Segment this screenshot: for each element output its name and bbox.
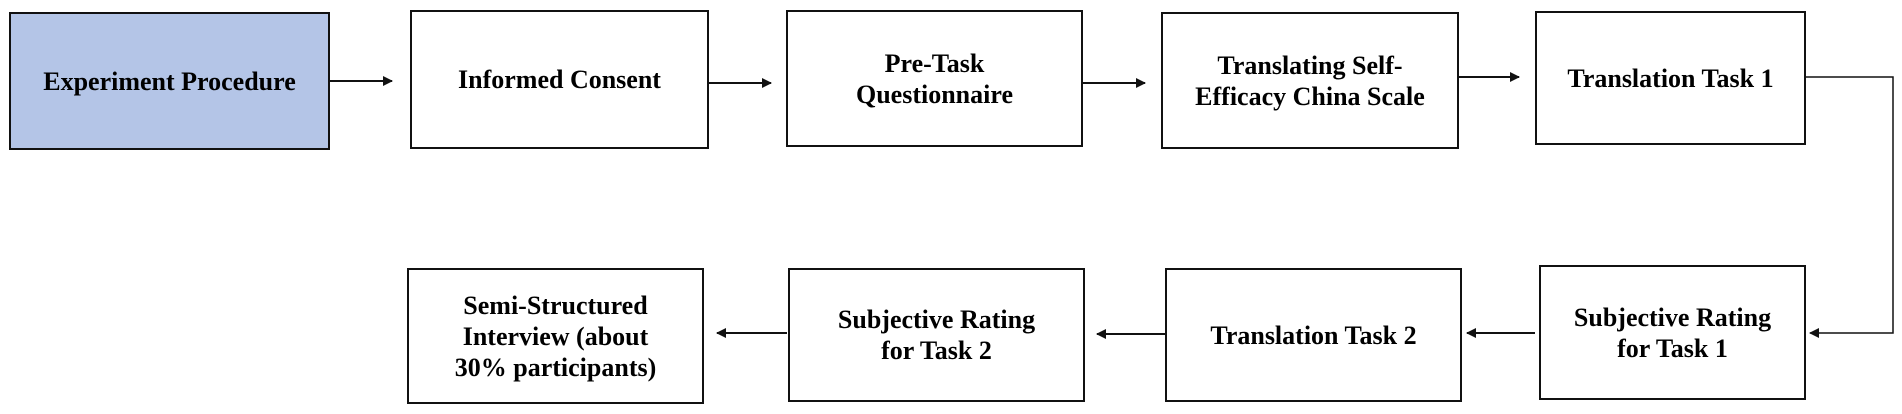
step-pre-task-questionnaire: Pre-Task Questionnaire (786, 10, 1083, 147)
step-label: Subjective Rating for Task 1 (1573, 302, 1772, 363)
step-translating-self-efficacy-china-scale: Translating Self-Efficacy China Scale (1161, 12, 1459, 149)
step-label: Translating Self-Efficacy China Scale (1195, 50, 1425, 111)
step-subjective-rating-task-2: Subjective Rating for Task 2 (788, 268, 1085, 402)
step-label: Semi-Structured Interview (about 30% par… (454, 290, 657, 382)
step-translation-task-2: Translation Task 2 (1165, 268, 1462, 402)
step-label: Experiment Procedure (43, 66, 296, 96)
step-subjective-rating-task-1: Subjective Rating for Task 1 (1539, 265, 1806, 400)
arrow-task1-to-rating1 (1805, 76, 1894, 338)
step-informed-consent: Informed Consent (410, 10, 709, 149)
step-label: Subjective Rating for Task 2 (837, 305, 1036, 365)
step-translation-task-1: Translation Task 1 (1535, 11, 1806, 145)
step-label: Translation Task 1 (1567, 63, 1774, 93)
step-experiment-procedure: Experiment Procedure (9, 12, 330, 150)
step-label: Informed Consent (458, 65, 661, 94)
step-label: Translation Task 2 (1210, 320, 1417, 350)
step-label: Pre-Task Questionnaire (856, 48, 1013, 109)
step-semi-structured-interview: Semi-Structured Interview (about 30% par… (407, 268, 704, 404)
